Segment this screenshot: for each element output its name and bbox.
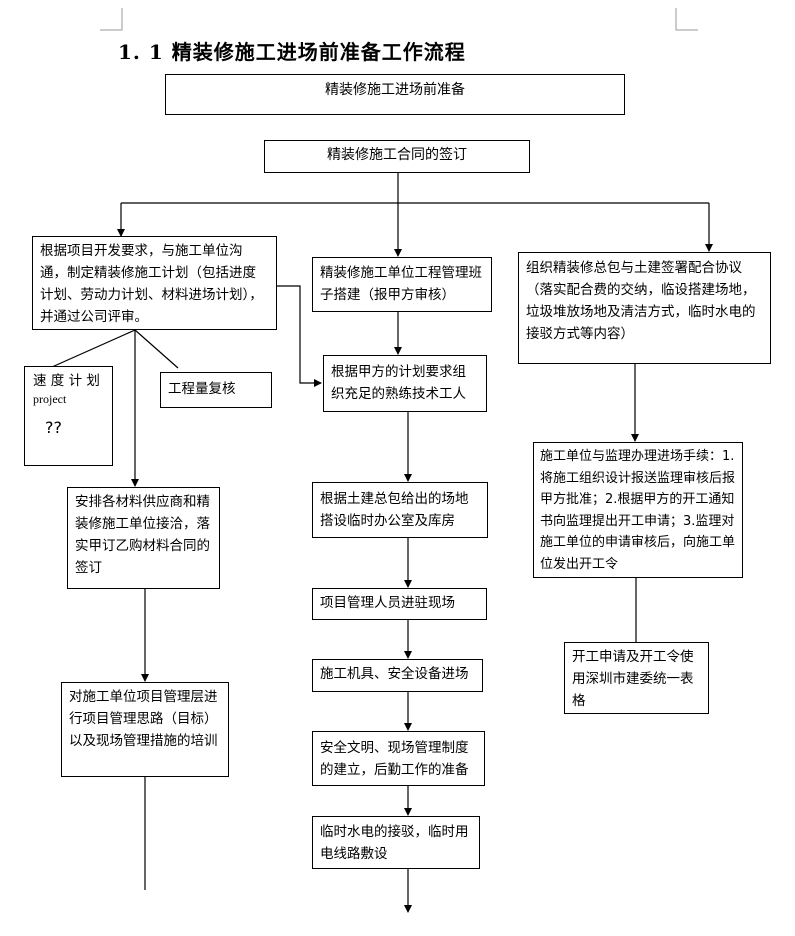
node-utilities: 临时水电的接驳，临时用电线路敷设 xyxy=(312,816,480,869)
node-top: 精装修施工进场前准备 xyxy=(165,74,625,115)
node-quantity-check: 工程量复核 xyxy=(160,372,272,408)
node-material-supply: 安排各材料供应商和精装修施工单位接洽，落实甲订乙购材料合同的签订 xyxy=(67,487,220,589)
node-schedule: 速 度 计 划 project ?? xyxy=(24,366,113,466)
node-staff-entry: 项目管理人员进驻现场 xyxy=(312,588,487,620)
schedule-project: project xyxy=(33,392,67,406)
node-coordination: 组织精装修总包与土建签署配合协议（落实配合费的交纳，临设搭建场地，垃圾堆放场地及… xyxy=(518,252,771,364)
node-left-plan: 根据项目开发要求，与施工单位沟通，制定精装修施工计划（包括进度计划、劳动力计划、… xyxy=(32,236,277,330)
page-title: 1. 1 精装修施工进场前准备工作流程 xyxy=(118,40,466,64)
node-training: 对施工单位项目管理层进行项目管理思路（目标）以及现场管理措施的培训 xyxy=(61,682,229,777)
node-supervision: 施工单位与监理办理进场手续：1.将施工组织设计报送监理审核后报甲方批准；2.根据… xyxy=(533,442,743,578)
node-machinery-entry: 施工机具、安全设备进场 xyxy=(312,659,483,692)
node-contract: 精装修施工合同的签订 xyxy=(264,140,530,173)
schedule-unknown: ?? xyxy=(45,418,62,437)
node-team-setup: 精装修施工单位工程管理班子搭建（报甲方审核） xyxy=(312,257,492,312)
schedule-label: 速 度 计 划 xyxy=(33,373,100,389)
node-tech-workers: 根据甲方的计划要求组织充足的熟练技术工人 xyxy=(323,355,487,412)
node-form: 开工申请及开工令使用深圳市建委统一表格 xyxy=(564,642,709,714)
node-temp-office: 根据土建总包给出的场地搭设临时办公室及库房 xyxy=(312,482,488,538)
node-safety-system: 安全文明、现场管理制度的建立，后勤工作的准备 xyxy=(312,731,485,786)
